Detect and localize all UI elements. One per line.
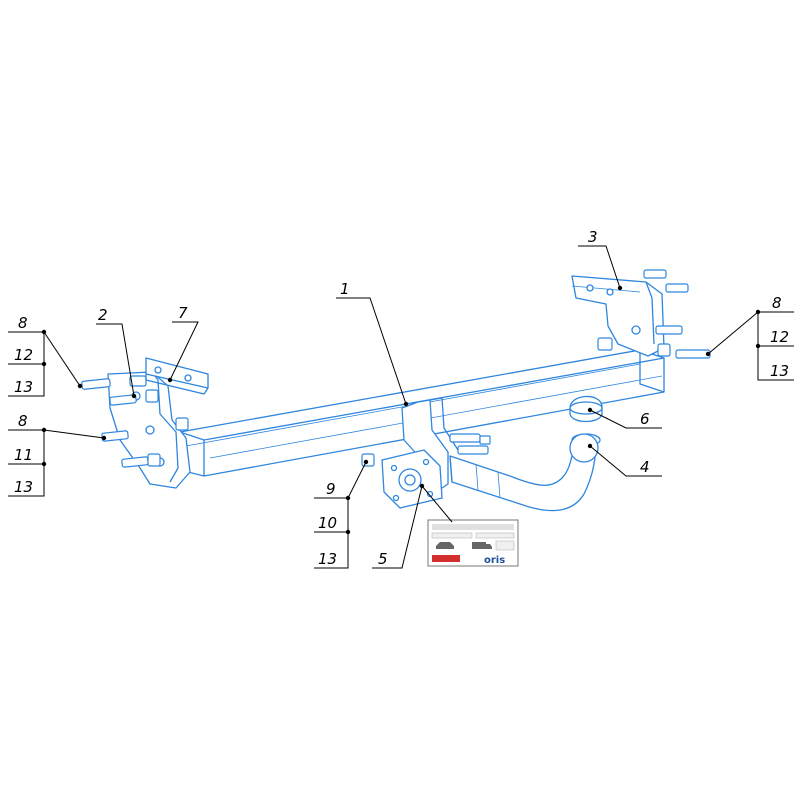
left-bracket-bolts	[81, 375, 189, 468]
callout-11-left: 11	[14, 446, 33, 464]
callout-10: 10	[318, 514, 337, 532]
center-bolts	[361, 433, 491, 467]
callout-2: 2	[98, 306, 108, 324]
right-bracket	[571, 275, 665, 357]
leader-dots	[41, 285, 761, 535]
callout-4: 4	[640, 458, 650, 476]
right-bracket-bolts	[597, 269, 711, 359]
callout-8-left-bottom: 8	[18, 412, 28, 430]
callout-labels: 1 2 3 4 5 6 7 8 12 13 8 11 13 9 10 13 8 …	[14, 228, 789, 568]
leader-lines	[8, 245, 794, 569]
callout-7: 7	[178, 304, 188, 322]
ball-cap	[569, 395, 603, 423]
tow-ball	[569, 433, 601, 463]
callout-13-left-top: 13	[14, 378, 33, 396]
nut-9	[361, 453, 375, 467]
callout-13-left-bottom: 13	[14, 478, 33, 496]
plate-brand: oris	[484, 555, 505, 566]
callout-5: 5	[378, 550, 388, 568]
callout-13-right: 13	[770, 362, 789, 380]
callout-1: 1	[340, 280, 350, 298]
callout-9: 9	[326, 480, 336, 498]
callout-8-right: 8	[772, 294, 782, 312]
callout-8-left-top: 8	[18, 314, 28, 332]
callout-6: 6	[640, 410, 650, 428]
car-icon	[436, 542, 454, 549]
truck-icon	[472, 542, 492, 549]
callout-12-left: 12	[14, 346, 33, 364]
id-plate: oris	[427, 519, 519, 567]
callout-3: 3	[588, 228, 598, 246]
socket-plate	[381, 449, 443, 509]
left-plate	[145, 357, 209, 395]
callout-13-center: 13	[318, 550, 337, 568]
callout-12-right: 12	[770, 328, 789, 346]
